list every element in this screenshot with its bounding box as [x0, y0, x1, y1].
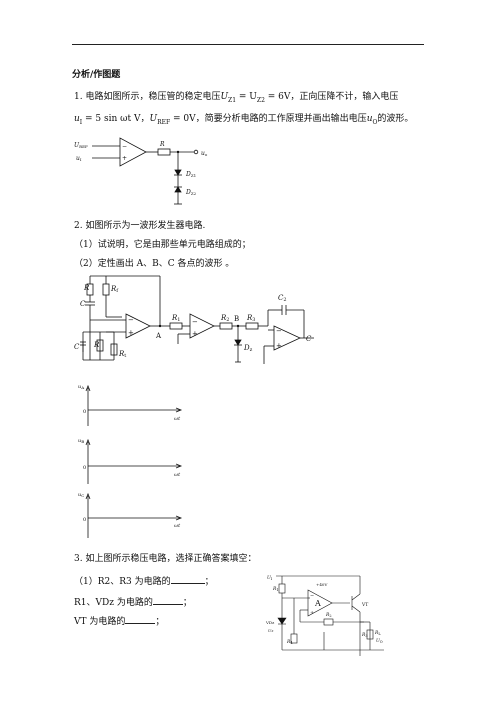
- q1-line2: uI = 5 sin ωt V，UREF = 0V，简要分析电路的工作原理并画出…: [74, 114, 414, 126]
- svg-text:Rf: Rf: [110, 285, 119, 294]
- resistor-r1: [278, 583, 286, 594]
- resistor-r3: [245, 322, 259, 330]
- q3-line3: R1、VDz 为电路的；: [74, 596, 192, 608]
- svg-text:−: −: [192, 318, 198, 326]
- svg-text:R: R: [159, 141, 165, 148]
- svg-text:A: A: [314, 599, 321, 608]
- svg-text:−: −: [128, 316, 134, 324]
- section-title: 分析/作图题: [72, 70, 121, 80]
- waveform-axis-b: uB 0 ωt: [78, 438, 183, 484]
- zener-vdz: [277, 617, 287, 625]
- svg-text:R: R: [93, 341, 100, 349]
- svg-text:+: +: [192, 330, 198, 338]
- q3-line1: 3. 如上图所示稳压电路，选择正确答案填空：: [74, 554, 257, 564]
- svg-text:ωt: ωt: [174, 472, 181, 478]
- svg-text:R3: R3: [246, 314, 255, 323]
- opamp-2: [189, 313, 215, 339]
- q2-circuit: R C Rf C R Rt − + A R1 − + R2 B Dz R3 C2…: [74, 275, 314, 364]
- q1-line1: 1. 电路如图所示，稳压管的稳定电压UZ1 = UZ2 = 6V，正向压降不计，…: [74, 92, 399, 104]
- svg-text:Dz: Dz: [243, 344, 253, 353]
- svg-text:RL: RL: [374, 630, 381, 636]
- svg-text:uC: uC: [78, 492, 84, 498]
- svg-text:−: −: [122, 143, 127, 150]
- zener-dz2: [174, 186, 182, 193]
- opamp-3: [273, 325, 301, 351]
- svg-text:R1: R1: [171, 314, 180, 323]
- resistor-r: [157, 148, 171, 156]
- svg-text:UO: UO: [376, 638, 383, 644]
- svg-text:Rt: Rt: [118, 350, 126, 359]
- q3-line2: （1）R2、R3 为电路的；: [74, 575, 214, 587]
- svg-text:C: C: [74, 343, 80, 351]
- q1-circuit: UREF uI − + R uo DZ1 DZ2: [74, 137, 208, 205]
- resistor-r2: [219, 322, 233, 330]
- svg-text:+: +: [310, 610, 314, 616]
- opamp-1: [125, 313, 151, 339]
- q3-line4: VT 为电路的；: [74, 615, 165, 627]
- error-amplifier: [307, 589, 333, 617]
- svg-text:uo: uo: [201, 150, 208, 157]
- svg-text:0: 0: [83, 517, 86, 523]
- svg-text:uI: uI: [76, 155, 82, 162]
- q2-line1: 2. 如图所示为一波形发生器电路.: [74, 221, 206, 231]
- svg-text:R4: R4: [286, 639, 293, 645]
- comparator-opamp: [119, 137, 147, 167]
- svg-text:0: 0: [83, 465, 86, 471]
- svg-text:R3: R3: [361, 632, 368, 638]
- svg-text:UI: UI: [267, 575, 273, 581]
- output-terminal: [193, 149, 199, 155]
- svg-text:+: +: [128, 329, 134, 337]
- svg-text:−: −: [310, 593, 314, 599]
- svg-text:uA: uA: [78, 384, 84, 390]
- svg-text:VT: VT: [361, 602, 368, 608]
- svg-text:ωt: ωt: [174, 523, 181, 529]
- resistor-r: [86, 283, 94, 296]
- resistor-rf: [102, 283, 110, 296]
- svg-text:DZ2: DZ2: [185, 189, 197, 196]
- answer-blank-3[interactable]: [125, 615, 156, 624]
- svg-text:+40V: +40V: [316, 582, 327, 587]
- resistor-r2: [323, 618, 334, 626]
- waveform-axis-c: uC 0 ωt: [78, 492, 183, 538]
- svg-text:R2: R2: [325, 612, 332, 618]
- resistor-r1: [169, 322, 183, 330]
- svg-text:C: C: [306, 335, 312, 343]
- svg-text:UREF: UREF: [74, 142, 88, 149]
- svg-text:C2: C2: [278, 294, 287, 303]
- svg-text:R2: R2: [220, 314, 229, 323]
- svg-text:+: +: [122, 155, 127, 162]
- svg-text:B: B: [234, 315, 239, 323]
- svg-text:−: −: [276, 327, 282, 335]
- svg-text:Uz: Uz: [268, 628, 274, 633]
- svg-text:+: +: [276, 342, 282, 350]
- svg-text:C: C: [80, 300, 86, 308]
- svg-text:VDz: VDz: [265, 620, 274, 625]
- q2-line3: （2）定性画出 A、B、C 各点的波形 。: [74, 259, 235, 269]
- zener-dz1: [174, 169, 182, 176]
- q2-line2: （1）试说明，它是由那些单元电路组成的；: [74, 240, 251, 250]
- zener-dz: [234, 339, 242, 346]
- answer-blank-2[interactable]: [152, 596, 183, 605]
- svg-text:ωt: ωt: [174, 416, 181, 422]
- waveform-axis-a: uA 0 ωt: [78, 384, 183, 426]
- answer-blank-1[interactable]: [170, 575, 205, 584]
- svg-text:DZ1: DZ1: [185, 171, 196, 178]
- svg-text:R1: R1: [272, 586, 279, 592]
- header-rule: [72, 44, 424, 45]
- resistor-r4: [290, 633, 298, 644]
- svg-text:R: R: [83, 284, 90, 292]
- svg-text:uB: uB: [78, 438, 84, 444]
- svg-text:A: A: [155, 332, 162, 340]
- svg-text:0: 0: [83, 409, 86, 415]
- q3-circuit: UI R1 +40V A − + VT R2 VDz Uz R4 R3 RL U…: [265, 575, 384, 656]
